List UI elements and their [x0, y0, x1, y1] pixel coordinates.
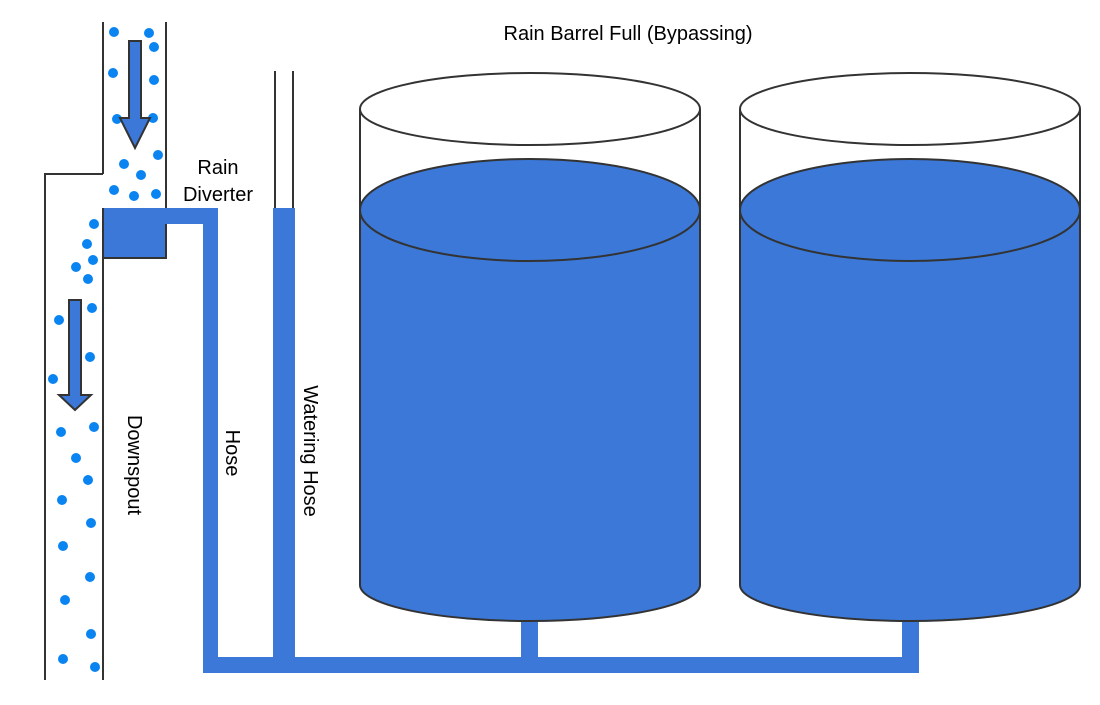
watering-hose-label: Watering Hose	[299, 385, 321, 517]
down-arrow-icon	[118, 40, 152, 151]
barrel-2	[739, 72, 1081, 622]
rain-droplet	[88, 255, 98, 265]
rain-droplet	[108, 68, 118, 78]
barrel-1-outlet	[521, 615, 538, 659]
rain-droplet	[82, 239, 92, 249]
downspout-outer-wall	[44, 173, 103, 680]
rain-droplet	[90, 662, 100, 672]
rain-droplet	[119, 159, 129, 169]
rain-droplet	[89, 219, 99, 229]
barrel-water-body	[359, 209, 701, 622]
barrel-2-outlet	[902, 615, 919, 659]
flow-arrow-upper	[118, 40, 152, 151]
rain-diverter-label-line1: Rain	[197, 157, 238, 179]
rain-droplet	[136, 170, 146, 180]
rain-droplet	[83, 475, 93, 485]
barrel-water-surface	[359, 158, 701, 262]
flow-arrow-lower	[56, 299, 94, 412]
barrel-top-rim	[359, 72, 701, 146]
rain-droplet	[86, 518, 96, 528]
rain-droplet	[144, 28, 154, 38]
down-arrow-icon	[56, 299, 94, 412]
barrel-top-rim	[739, 72, 1081, 146]
downspout-label: Downspout	[123, 415, 145, 516]
rain-droplet	[148, 113, 158, 123]
diagram-title: Rain Barrel Full (Bypassing)	[504, 23, 753, 45]
rain-droplet	[58, 654, 68, 664]
hose-system	[203, 208, 919, 673]
rain-droplet	[85, 572, 95, 582]
bottom-hose	[203, 657, 919, 673]
rain-droplet	[83, 274, 93, 284]
barrel-water-body	[739, 209, 1081, 622]
rain-droplet	[85, 352, 95, 362]
rain-diverter-label-line2: Diverter	[183, 184, 253, 206]
rain-droplet	[129, 191, 139, 201]
rain-droplet	[56, 427, 66, 437]
rain-droplet	[54, 315, 64, 325]
rain-droplet	[149, 42, 159, 52]
rain-droplet	[71, 262, 81, 272]
diverter-outline	[104, 224, 167, 259]
rain-droplet	[57, 495, 67, 505]
rain-droplet	[48, 374, 58, 384]
hose-label: Hose	[221, 430, 243, 477]
rain-droplet	[109, 27, 119, 37]
rain-droplet	[153, 150, 163, 160]
rain-droplet	[149, 75, 159, 85]
watering-hose-walls	[274, 71, 294, 208]
watering-hose-water	[273, 208, 295, 658]
rain-diverter	[104, 208, 218, 672]
barrel-water-surface	[739, 158, 1081, 262]
rain-droplet	[89, 422, 99, 432]
downspout	[44, 22, 167, 680]
rain-droplet	[86, 629, 96, 639]
rain-droplet	[60, 595, 70, 605]
rain-droplet	[112, 114, 122, 124]
rain-droplet	[87, 303, 97, 313]
rain-droplet	[151, 189, 161, 199]
rain-droplet	[58, 541, 68, 551]
rain-droplets	[48, 27, 163, 672]
barrel-1	[359, 72, 701, 622]
diverter-body	[104, 208, 218, 672]
rain-droplet	[109, 185, 119, 195]
rain-droplet	[71, 453, 81, 463]
